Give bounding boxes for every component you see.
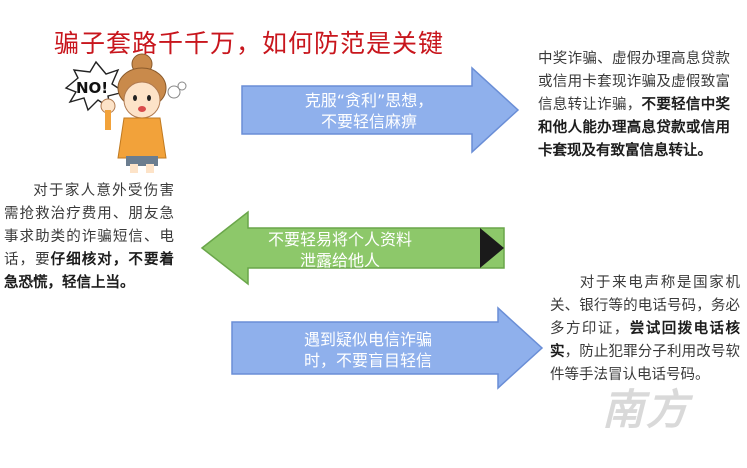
- no-bubble-text: NO!: [76, 79, 108, 97]
- arrow-protect-info-label: 不要轻易将个人资料 泄露给他人: [267, 230, 412, 270]
- no-speech-bubble: NO!: [64, 60, 126, 112]
- tip-prize-fraud: 中奖诈骗、虚假办理高息贷款或信用卡套现诈骗及虚假致富信息转让诈骗，不要轻信中奖和…: [538, 51, 731, 159]
- page-title: 骗子套路千千万，如何防范是关键: [54, 29, 445, 58]
- arrow-avoid-greed: 克服“贪利”思想， 不要轻信麻痹: [236, 64, 524, 154]
- watermark-logo: 南方: [602, 385, 691, 434]
- arrow-protect-info: 不要轻易将个人资料 泄露给他人: [198, 208, 508, 288]
- cartoon-girl-illustration: NO!: [62, 48, 192, 173]
- tip-official-call: 对于来电声称是国家机关、银行等的电话号码，务必多方印证，尝试回拨电话核实，防止犯…: [550, 275, 741, 383]
- arrow-avoid-greed-label: 克服“贪利”思想， 不要轻信麻痹: [304, 91, 434, 131]
- arrow-telecom-fraud: 遇到疑似电信诈骗 时，不要盲目轻信: [228, 304, 546, 390]
- tip-family-emergency: 对于家人意外受伤害需抢救治疗费用、朋友急事求助类的诈骗短信、电话，要仔细核对，不…: [4, 183, 175, 291]
- arrow-telecom-fraud-label: 遇到疑似电信诈骗 时，不要盲目轻信: [303, 330, 432, 370]
